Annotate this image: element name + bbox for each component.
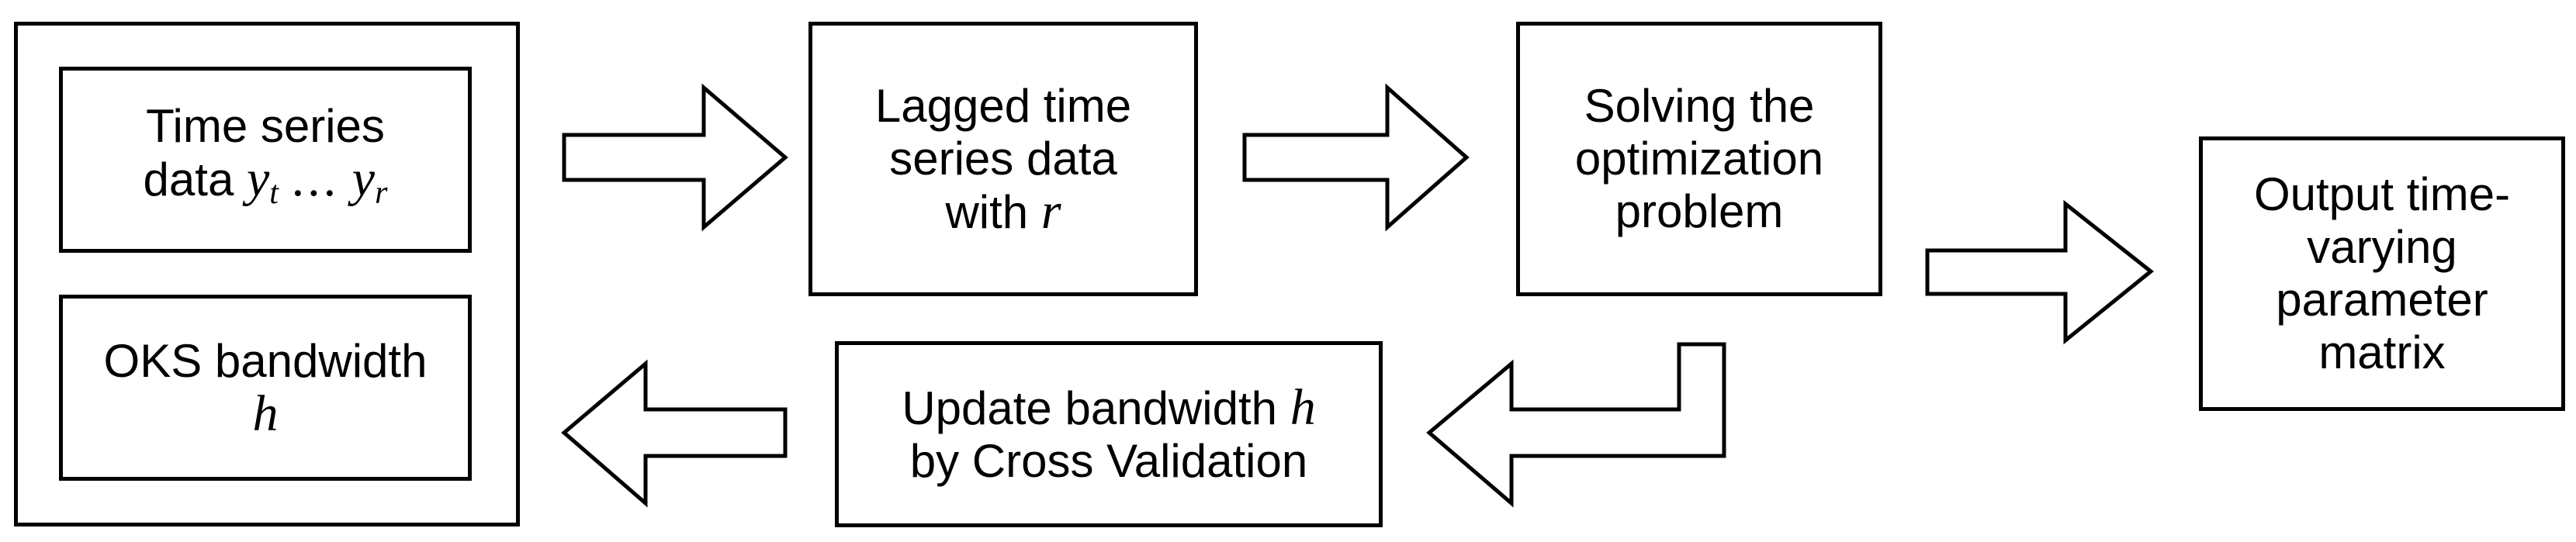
- lagged-label: Lagged time series data with r: [875, 80, 1131, 239]
- solving-label: Solving the optimization problem: [1575, 80, 1823, 238]
- update-line2: by Cross Validation: [909, 434, 1308, 487]
- lagged-data-box: Lagged time series data with r: [808, 22, 1198, 296]
- output-box: Output time- varying parameter matrix: [2199, 136, 2565, 411]
- update-line1: Update bandwidth h: [902, 378, 1316, 436]
- time-series-label: Time series data yt ... yr: [144, 100, 388, 219]
- solving-line1: Solving the: [1584, 80, 1815, 132]
- solving-line2: optimization: [1574, 133, 1824, 185]
- output-label: Output time- varying parameter matrix: [2254, 168, 2510, 379]
- oks-bandwidth-label: OKS bandwidth h: [104, 335, 428, 440]
- var-y-r: yr: [351, 150, 388, 212]
- oks-bandwidth-box: OKS bandwidth h: [59, 295, 472, 481]
- var-h: h: [252, 385, 279, 442]
- output-line1: Output time-: [2253, 168, 2511, 220]
- arrow-right-1: [562, 83, 788, 232]
- oks-line1: OKS bandwidth: [103, 335, 428, 387]
- arrow-left-update: [561, 359, 788, 508]
- arrow-elbow-return: [1426, 342, 1726, 508]
- ellipsis: ...: [291, 150, 340, 207]
- output-line2: varying: [2307, 221, 2457, 273]
- solving-box: Solving the optimization problem: [1516, 22, 1882, 296]
- lagged-line2: series data: [889, 132, 1117, 185]
- time-series-box: Time series data yt ... yr: [59, 67, 472, 253]
- arrow-right-2: [1242, 83, 1470, 232]
- solving-line3: problem: [1615, 185, 1784, 237]
- time-series-line1: Time series: [146, 100, 385, 152]
- var-r: r: [1040, 182, 1061, 240]
- update-label: Update bandwidth h by Cross Validation: [902, 381, 1315, 488]
- var-y-t: yt: [246, 150, 279, 212]
- output-line4: matrix: [2318, 326, 2446, 378]
- lagged-line1: Lagged time: [874, 79, 1132, 132]
- lagged-line3: with r: [945, 182, 1061, 240]
- arrow-right-3: [1925, 199, 2155, 345]
- var-h-update: h: [1290, 378, 1316, 436]
- output-line3: parameter: [2276, 274, 2488, 326]
- update-bandwidth-box: Update bandwidth h by Cross Validation: [835, 341, 1383, 527]
- time-series-line2: data yt ... yr: [144, 153, 388, 219]
- time-series-data-word: data: [143, 154, 234, 205]
